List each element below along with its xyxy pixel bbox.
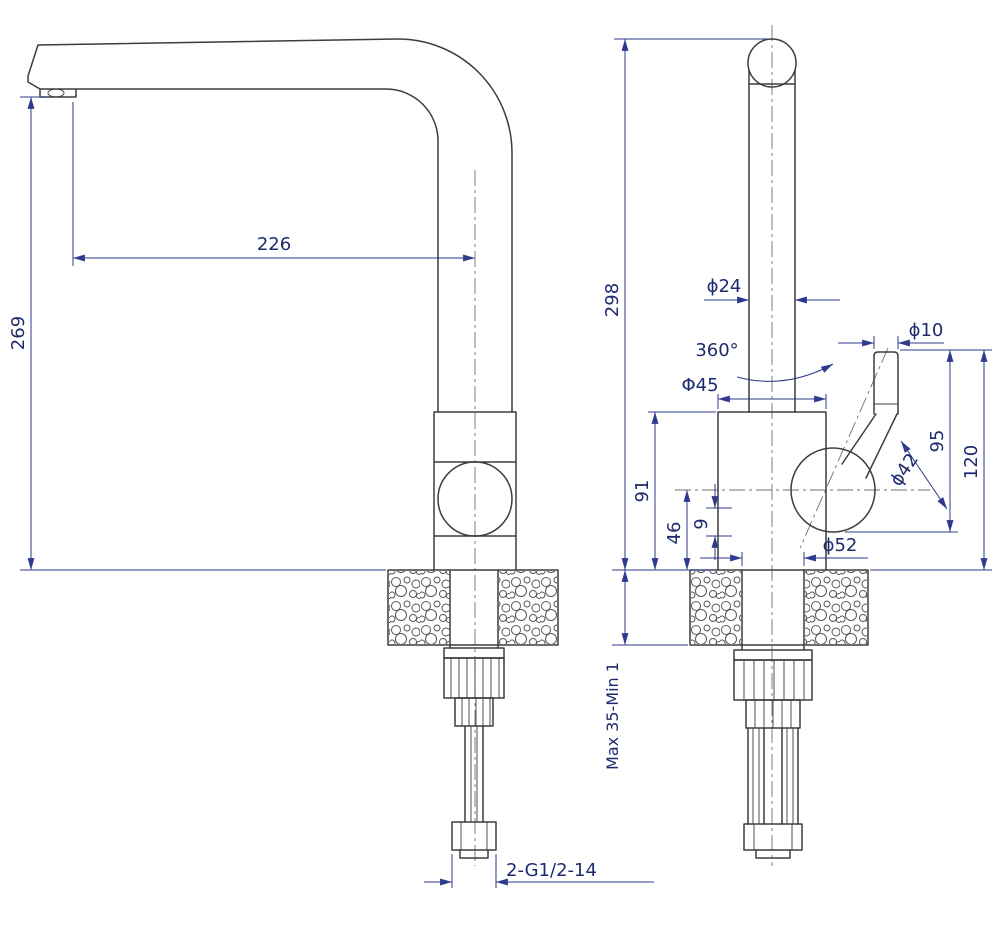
ball-joint-front	[790, 447, 876, 533]
handle	[841, 351, 899, 479]
thread-fitting-left	[451, 821, 497, 859]
deck-texture-left-b	[499, 571, 557, 644]
dim-ball-center-height-label: 46	[664, 522, 685, 545]
dim-ball-center-height: 46	[664, 490, 691, 570]
dim-spout-reach: 226	[72, 102, 475, 266]
deck-outline-left	[387, 569, 559, 646]
deck-texture-right-a	[691, 571, 741, 644]
aerator-detail	[47, 88, 65, 98]
dim-handle-height-label: 95	[927, 430, 948, 453]
supply-tube-left	[464, 725, 484, 823]
dim-handle-overall-height: 120	[870, 350, 992, 571]
dim-thread-spec: 2-G1/2-14	[424, 854, 654, 888]
thread-fitting-front	[743, 823, 803, 859]
dim-pipe-diameter: ϕ24	[704, 276, 840, 304]
dim-total-height-label: 298	[602, 283, 623, 317]
mounting-flange-front	[733, 649, 813, 661]
pipe-front	[748, 69, 796, 413]
dim-handle-knob-diameter: ϕ10	[838, 320, 944, 349]
dim-swivel-angle-label: 360°	[695, 340, 738, 361]
dim-ball-joint-diameter-label: ϕ42	[886, 450, 923, 491]
dim-total-height: 298	[602, 38, 770, 571]
deck-texture-right-b	[805, 571, 867, 644]
shank-left	[449, 569, 499, 649]
pipe-top-cap	[747, 38, 797, 88]
dim-pipe-diameter-label: ϕ24	[707, 276, 742, 297]
supply-tubes-front	[747, 727, 799, 825]
dim-height-to-spout: 269	[8, 96, 386, 571]
dim-outlet-offset: 9	[691, 484, 732, 560]
dim-deck-thickness-label: Max 35-Min 1	[603, 662, 622, 770]
dim-swivel-angle: 360°	[695, 340, 834, 382]
mounting-nut-front	[733, 659, 813, 729]
dim-body-top-height: 91	[632, 411, 716, 570]
deck-texture-left-a	[389, 571, 449, 644]
handle-lever	[841, 413, 898, 479]
dim-spout-reach-label: 226	[257, 234, 291, 255]
dim-handle-knob-diameter-label: ϕ10	[909, 320, 944, 341]
lever-axis-centerline	[799, 347, 889, 549]
body-outline-left	[433, 411, 517, 571]
counter-deck-left	[387, 569, 559, 646]
mounting-flange-left	[443, 647, 505, 659]
dim-base-diameter: ϕ52	[700, 535, 868, 566]
shank-front	[741, 569, 805, 651]
counter-deck-right	[689, 569, 869, 646]
dim-height-label: 269	[8, 316, 29, 350]
dim-outlet-offset-label: 9	[691, 518, 712, 529]
dim-body-diameter: Φ45	[681, 375, 827, 409]
dim-handle-overall-height-label: 120	[961, 445, 982, 479]
spout-outline	[27, 38, 513, 413]
ball-joint-left	[437, 461, 513, 537]
handle-knob	[873, 351, 899, 415]
deck-outline-right	[689, 569, 869, 646]
dim-body-diameter-label: Φ45	[681, 375, 718, 396]
supply-tube-left-inner	[470, 726, 478, 822]
right-view: 298 Max 35-Min 1 ϕ24 360° Φ45 ϕ10	[602, 25, 992, 866]
dim-base-diameter-label: ϕ52	[823, 535, 858, 556]
dim-handle-height: 95	[845, 349, 992, 533]
left-view: 226 269 2-G1/2-14	[8, 38, 654, 888]
dim-deck-thickness: Max 35-Min 1	[603, 570, 688, 770]
mounting-nut-left	[443, 657, 505, 727]
dim-body-top-height-label: 91	[632, 480, 653, 503]
dim-thread-label: 2-G1/2-14	[506, 860, 597, 881]
